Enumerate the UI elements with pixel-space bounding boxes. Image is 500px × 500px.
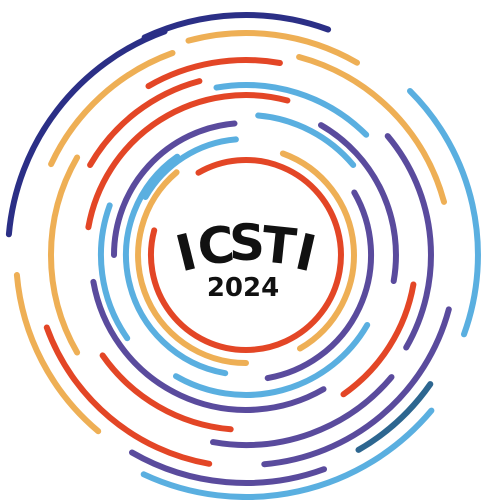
ring-arc bbox=[255, 112, 357, 168]
logo-year: 2024 bbox=[207, 273, 279, 303]
ring-arc bbox=[85, 92, 291, 231]
ring-arc bbox=[111, 120, 238, 258]
ring-arc bbox=[173, 322, 371, 398]
logo-title-letter: C bbox=[195, 215, 238, 277]
ring-arc bbox=[99, 352, 234, 433]
ring-arc bbox=[296, 54, 447, 205]
logo-title-letter: T bbox=[259, 215, 299, 276]
ring-arc bbox=[129, 449, 327, 486]
ring-arc bbox=[384, 133, 434, 351]
ring-arc bbox=[261, 306, 452, 468]
ring-arc bbox=[87, 78, 203, 168]
ring-arc bbox=[140, 407, 435, 500]
ring-arc bbox=[279, 150, 357, 352]
ring-arc bbox=[135, 169, 249, 366]
ring-arc bbox=[142, 136, 239, 200]
ring-arc bbox=[213, 82, 370, 138]
ring-arc bbox=[147, 157, 344, 353]
ring-arc bbox=[340, 281, 417, 398]
ring-arc bbox=[48, 50, 176, 168]
ring-arc bbox=[407, 88, 481, 338]
ring-arc bbox=[210, 374, 395, 448]
ring-arc bbox=[355, 381, 434, 453]
logo-title-letter: S bbox=[229, 214, 265, 272]
ring-arc bbox=[5, 28, 168, 238]
ring-arc bbox=[13, 272, 102, 435]
ring-arc bbox=[141, 12, 332, 41]
concentric-ring-arcs bbox=[5, 12, 481, 500]
ring-arc bbox=[43, 324, 213, 467]
ring-arc bbox=[97, 202, 131, 342]
ring-arc bbox=[145, 57, 283, 90]
ring-arc bbox=[47, 154, 81, 356]
ring-arc bbox=[123, 153, 229, 377]
ring-arc bbox=[90, 278, 327, 413]
ring-arc bbox=[318, 122, 399, 284]
ring-arc bbox=[185, 30, 360, 66]
ring-arc bbox=[264, 189, 375, 382]
